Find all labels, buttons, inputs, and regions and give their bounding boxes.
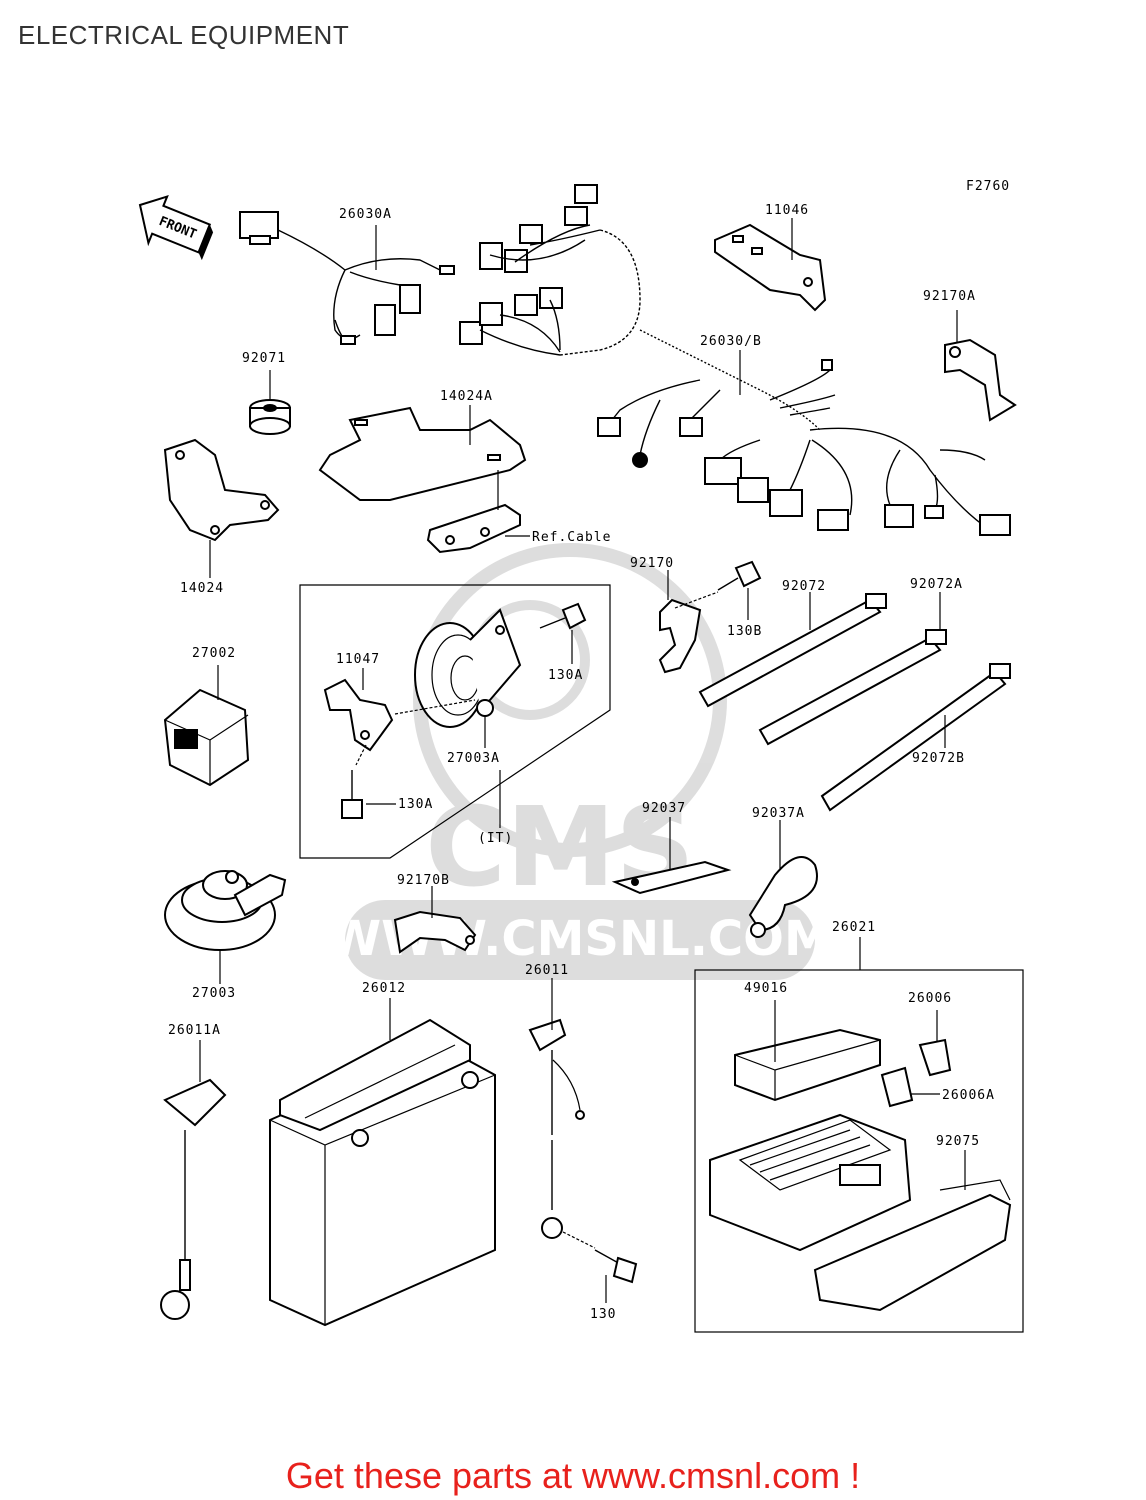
label-14024a: 14024A	[440, 389, 493, 404]
fuse-cover-92075	[813, 1179, 1012, 1312]
label-27002: 27002	[192, 646, 236, 661]
cable-tie-92072b	[820, 663, 1011, 812]
label-26030b: 26030/B	[700, 334, 762, 349]
label-26006: 26006	[908, 991, 952, 1006]
label-26011: 26011	[525, 963, 569, 978]
label-49016: 49016	[744, 981, 788, 996]
fuse-box-body	[709, 1113, 912, 1252]
label-26011a: 26011A	[168, 1023, 221, 1038]
clamp-92170b	[393, 910, 477, 954]
cable-26011	[528, 1018, 585, 1239]
label-14024: 14024	[180, 581, 224, 596]
page-title: ELECTRICAL EQUIPMENT	[18, 20, 350, 50]
fuse-26006a	[880, 1066, 914, 1108]
label-ref-cable: Ref.Cable	[532, 530, 611, 545]
label-130: 130	[590, 1307, 616, 1322]
label-11047: 11047	[336, 652, 380, 667]
label-it: (IT)	[478, 831, 513, 846]
label-130a-bottom: 130A	[398, 797, 433, 812]
clamp-92170a	[944, 338, 1017, 422]
label-27003a: 27003A	[447, 751, 500, 766]
cta-link[interactable]: Get these parts at www.cmsnl.com !	[285, 1455, 861, 1496]
label-92037a: 92037A	[752, 806, 805, 821]
fuse-cover-49016	[734, 1028, 881, 1102]
label-130b: 130B	[727, 624, 762, 639]
cable-26011a	[160, 1078, 227, 1320]
label-92170b: 92170B	[397, 873, 450, 888]
label-92170: 92170	[630, 556, 674, 571]
plate-14024	[163, 438, 280, 542]
bracket-11046	[714, 223, 827, 312]
label-92170a: 92170A	[923, 289, 976, 304]
label-27003: 27003	[192, 986, 236, 1001]
label-11046: 11046	[765, 203, 809, 218]
sub-harness-26030a	[239, 211, 455, 345]
bracket-11047	[323, 678, 394, 752]
label-92072b: 92072B	[912, 751, 965, 766]
label-92072a: 92072A	[910, 577, 963, 592]
fuse-box-kit-frame	[694, 969, 1024, 1333]
battery-26012	[269, 1018, 496, 1327]
grommet-92071	[249, 399, 291, 435]
fuse-26006	[918, 1038, 952, 1077]
label-92075: 92075	[936, 1134, 980, 1149]
relay-27002	[163, 688, 250, 787]
bolt-130b	[717, 560, 762, 591]
label-26012: 26012	[362, 981, 406, 996]
label-92071: 92071	[242, 351, 286, 366]
clamp-92037a	[748, 856, 818, 938]
label-130a-top: 130A	[548, 668, 583, 683]
figure-code: F2760	[966, 179, 1010, 194]
label-26006a: 26006A	[942, 1088, 995, 1103]
cable-tie-92072a	[758, 629, 947, 746]
bolt-130a-top	[539, 602, 587, 630]
strap-92037	[611, 860, 732, 895]
label-92037: 92037	[642, 801, 686, 816]
label-26021: 26021	[832, 920, 876, 935]
cover-14024a	[318, 406, 527, 554]
clamp-92170	[658, 598, 702, 674]
main-harness-26030b	[459, 184, 1011, 536]
horn-27003	[164, 870, 287, 951]
label-26030a: 26030A	[339, 207, 392, 222]
bolt-130a-bottom	[341, 770, 363, 819]
horn-27003a	[414, 608, 522, 728]
front-arrow-icon: FRONT	[138, 194, 214, 261]
cable-tie-92072	[698, 593, 887, 708]
label-92072: 92072	[782, 579, 826, 594]
bolt-130	[594, 1249, 638, 1284]
